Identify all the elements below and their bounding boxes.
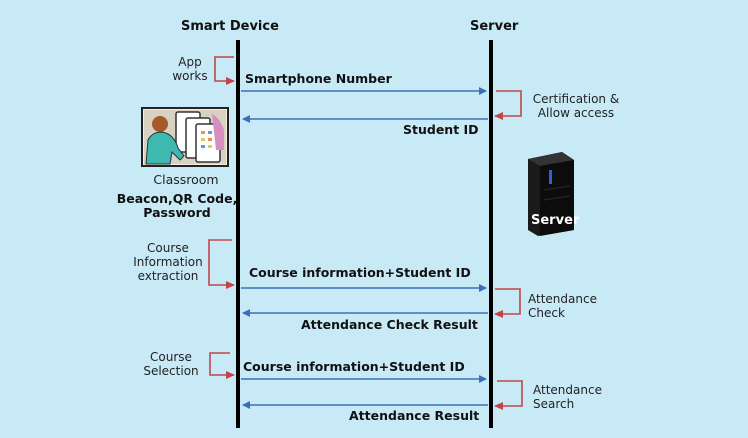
self-arrow-course-selection: [209, 352, 235, 379]
note-course-selection: Course Selection: [143, 350, 199, 378]
classroom-caption: Classroom: [153, 172, 219, 187]
lifeline-header-device: Smart Device: [181, 19, 279, 34]
message-label: Smartphone Number: [245, 71, 392, 86]
note-attendance-search: Attendance Search: [533, 383, 602, 411]
classroom-methods: Beacon,QR Code, Password: [116, 191, 238, 220]
message-label: Attendance Result: [349, 408, 480, 423]
server-image-label: Server: [531, 213, 580, 228]
message-label: Course information+Student ID: [243, 359, 465, 374]
self-arrow-attendance-check: [494, 288, 521, 318]
message-label: Student ID: [403, 122, 479, 137]
self-arrow-app-works: [214, 56, 235, 85]
message-label: Attendance Check Result: [301, 317, 478, 332]
self-arrow-certification: [494, 90, 522, 120]
note-certification: Certification & Allow access: [532, 92, 620, 120]
note-app-works: App works: [172, 55, 208, 83]
lifeline-header-server: Server: [470, 19, 519, 34]
server-rack-illustration: [528, 152, 574, 236]
self-arrow-course-extraction: [208, 239, 235, 289]
classroom-illustration: [141, 107, 229, 167]
note-course-information-extraction: Course Information extraction: [133, 241, 203, 283]
self-arrow-attendance-search: [494, 380, 523, 410]
note-attendance-check: Attendance Check: [528, 292, 597, 320]
message-label: Course information+Student ID: [249, 265, 471, 280]
